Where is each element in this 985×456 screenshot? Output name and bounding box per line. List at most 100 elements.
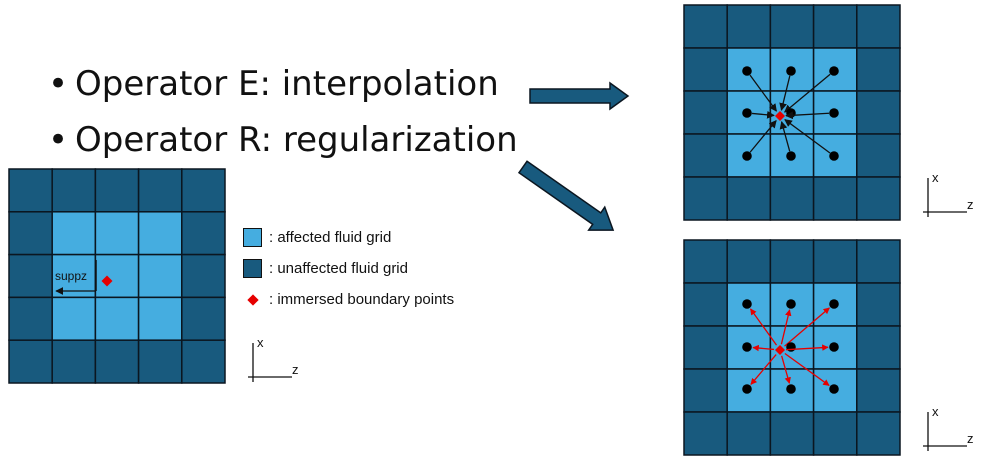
grid-node xyxy=(742,342,752,352)
suppz-label: suppz xyxy=(55,269,87,283)
grid-node xyxy=(742,151,752,161)
regularization-arrow xyxy=(752,344,775,352)
unaffected-cell xyxy=(856,176,901,221)
unaffected-cell xyxy=(683,282,728,327)
regularization-arrow xyxy=(784,352,830,387)
unaffected-cell xyxy=(769,411,815,456)
affected-cell xyxy=(51,296,97,341)
unaffected-cell xyxy=(181,168,226,213)
unaffected-cell xyxy=(94,339,140,384)
unaffected-cell xyxy=(856,411,901,456)
x-axis-label: x xyxy=(932,170,939,185)
legend-item-unaffected: : unaffected fluid grid xyxy=(243,253,454,284)
affected-cell xyxy=(137,253,183,299)
bullet-operator-e-text: Operator E: interpolation xyxy=(75,64,499,104)
interpolation-arrow xyxy=(785,111,830,120)
z-axis-label: z xyxy=(967,197,974,212)
axis-glyph-bottom: xz xyxy=(923,404,974,451)
affected-swatch xyxy=(243,228,262,247)
unaffected-cell xyxy=(812,176,858,221)
bullet-operator-e: •Operator E: interpolation xyxy=(48,56,518,112)
grid-node xyxy=(829,151,839,161)
legend-item-affected: : affected fluid grid xyxy=(243,222,454,253)
bullet-dot: • xyxy=(48,120,69,160)
interpolation-arrow xyxy=(779,75,791,111)
affected-cell xyxy=(726,47,772,92)
unaffected-cell xyxy=(856,90,901,135)
interpolation-arrow xyxy=(784,73,831,113)
affected-cell xyxy=(94,211,140,256)
unaffected-cell xyxy=(51,339,97,384)
bullet-dot: • xyxy=(48,64,69,104)
grid-node xyxy=(829,342,839,352)
legend-label-unaffected: : unaffected fluid grid xyxy=(269,260,408,277)
grid-node xyxy=(786,342,796,352)
grid-node xyxy=(829,384,839,394)
fluid-grid-left xyxy=(8,168,226,384)
unaffected-cell xyxy=(683,47,728,92)
unaffected-cell xyxy=(769,239,815,284)
interpolation-arrow xyxy=(784,119,831,154)
immersed-boundary-point xyxy=(775,111,785,121)
unaffected-cell xyxy=(769,176,815,221)
unaffected-cell xyxy=(8,296,53,341)
interpolation-arrow xyxy=(751,110,775,119)
unaffected-cell xyxy=(683,133,728,178)
grid-node xyxy=(829,299,839,309)
interpolation-arrow xyxy=(779,121,791,152)
unaffected-cell xyxy=(856,239,901,284)
affected-cell xyxy=(137,211,183,256)
x-axis-label: x xyxy=(257,335,264,350)
interpolation-arrow xyxy=(749,120,777,153)
legend-label-boundary: : immersed boundary points xyxy=(269,291,455,308)
unaffected-cell xyxy=(683,368,728,413)
unaffected-cell xyxy=(181,253,226,299)
unaffected-cell xyxy=(769,4,815,49)
regularization-arrow xyxy=(749,308,778,346)
unaffected-cell xyxy=(8,211,53,256)
affected-cell xyxy=(726,90,772,135)
legend: : affected fluid grid : unaffected fluid… xyxy=(243,222,454,315)
grid-node xyxy=(742,384,752,394)
immersed-boundary-point xyxy=(101,275,113,287)
regularization-arrow xyxy=(785,344,829,351)
bullet-operator-r-text: Operator R: regularization xyxy=(75,120,518,160)
bullet-operator-r: •Operator R: regularization xyxy=(48,112,518,168)
immersed-boundary-point xyxy=(775,345,785,355)
affected-cell xyxy=(137,296,183,341)
z-axis-label: z xyxy=(967,431,974,446)
unaffected-cell xyxy=(812,411,858,456)
grid-node xyxy=(829,108,839,118)
grid-node xyxy=(786,299,796,309)
unaffected-cell xyxy=(181,339,226,384)
axis-glyph-left: xz xyxy=(248,335,299,382)
unaffected-cell xyxy=(856,368,901,413)
affected-cell xyxy=(94,253,140,299)
legend-label-affected: : affected fluid grid xyxy=(269,229,392,246)
unaffected-cell xyxy=(683,176,728,221)
affected-cell xyxy=(51,211,97,256)
unaffected-cell xyxy=(8,168,53,213)
regularization-arrow xyxy=(780,309,792,345)
unaffected-cell xyxy=(726,411,772,456)
affected-cell xyxy=(812,133,858,178)
regularization-arrow xyxy=(784,307,830,347)
unaffected-cell xyxy=(181,296,226,341)
unaffected-cell xyxy=(137,168,183,213)
unaffected-cell xyxy=(856,47,901,92)
unaffected-cell xyxy=(137,339,183,384)
interpolation-arrows xyxy=(742,66,839,161)
unaffected-cell xyxy=(812,4,858,49)
unaffected-cell xyxy=(683,239,728,284)
unaffected-cell xyxy=(683,4,728,49)
interpolation-arrow xyxy=(749,74,777,112)
unaffected-cell xyxy=(726,4,772,49)
unaffected-cell xyxy=(94,168,140,213)
unaffected-swatch xyxy=(243,259,262,278)
grid-node xyxy=(786,151,796,161)
grid-node xyxy=(786,384,796,394)
regularization-arrows xyxy=(742,299,839,394)
grid-node xyxy=(786,66,796,76)
unaffected-cell xyxy=(683,90,728,135)
